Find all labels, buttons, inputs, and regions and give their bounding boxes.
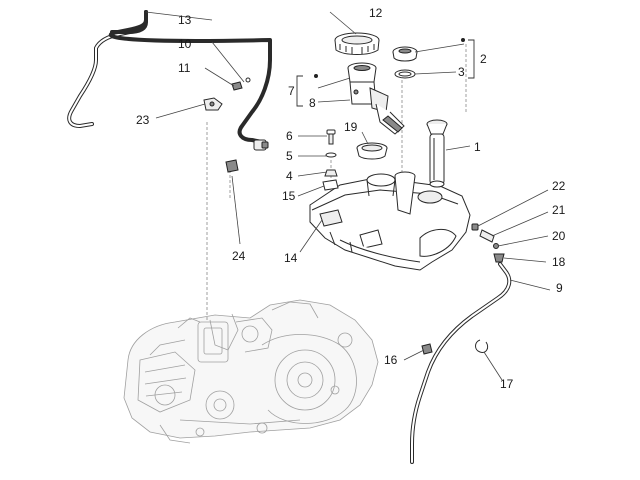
callout-10: 10 bbox=[178, 37, 192, 51]
callout-23: 23 bbox=[136, 113, 150, 127]
fuel-hose-main-icon bbox=[108, 10, 272, 144]
vent-fitting-icon bbox=[471, 223, 505, 263]
callout-12: 12 bbox=[369, 6, 383, 20]
engine-icon bbox=[123, 299, 379, 444]
quick-connector-icon bbox=[225, 159, 239, 173]
callout-6: 6 bbox=[286, 129, 293, 143]
callout-5: 5 bbox=[286, 149, 293, 163]
callout-16: 16 bbox=[384, 353, 398, 367]
callout-9: 9 bbox=[556, 281, 563, 295]
screw-icon bbox=[326, 129, 336, 145]
callout-11: 11 bbox=[178, 61, 191, 75]
callout-7: 7 bbox=[288, 84, 295, 98]
callout-1: 1 bbox=[474, 140, 481, 154]
callout-13: 13 bbox=[178, 13, 192, 27]
callout-22: 22 bbox=[552, 179, 566, 193]
callout-19: 19 bbox=[344, 120, 358, 134]
hose-clamp-icon bbox=[231, 77, 251, 91]
callout-18: 18 bbox=[552, 255, 566, 269]
callout-17: 17 bbox=[500, 377, 514, 391]
pump-ring-nut-icon bbox=[334, 32, 380, 55]
callout-20: 20 bbox=[552, 229, 566, 243]
washer-icon bbox=[325, 152, 337, 158]
callout-24: 24 bbox=[232, 249, 246, 263]
hose-clip-icon bbox=[421, 343, 433, 355]
callout-2: 2 bbox=[480, 52, 487, 66]
spring-clamp-icon bbox=[475, 339, 489, 353]
breather-hose-icon bbox=[410, 262, 512, 464]
fuel-tank-icon bbox=[309, 171, 471, 271]
cap-gasket-icon bbox=[394, 69, 416, 79]
filler-seal-icon bbox=[356, 142, 388, 160]
callout-8: 8 bbox=[309, 96, 316, 110]
fuel-pump-icon bbox=[347, 62, 405, 135]
callout-15: 15 bbox=[282, 189, 296, 203]
callout-4: 4 bbox=[286, 169, 293, 183]
callout-14: 14 bbox=[284, 251, 298, 265]
callout-3: 3 bbox=[458, 65, 465, 79]
feed-hose-icon bbox=[110, 10, 148, 34]
hose-bracket-icon bbox=[203, 97, 223, 111]
hose-union-icon bbox=[253, 139, 269, 151]
tank-cap-icon bbox=[392, 46, 418, 62]
callout-21: 21 bbox=[552, 203, 566, 217]
nut-icon bbox=[324, 169, 338, 177]
bracket-dot-icon bbox=[461, 38, 465, 42]
bracket-dot-icon bbox=[314, 74, 318, 78]
clip-icon bbox=[322, 179, 339, 191]
fuel-level-sender-icon bbox=[426, 119, 448, 188]
